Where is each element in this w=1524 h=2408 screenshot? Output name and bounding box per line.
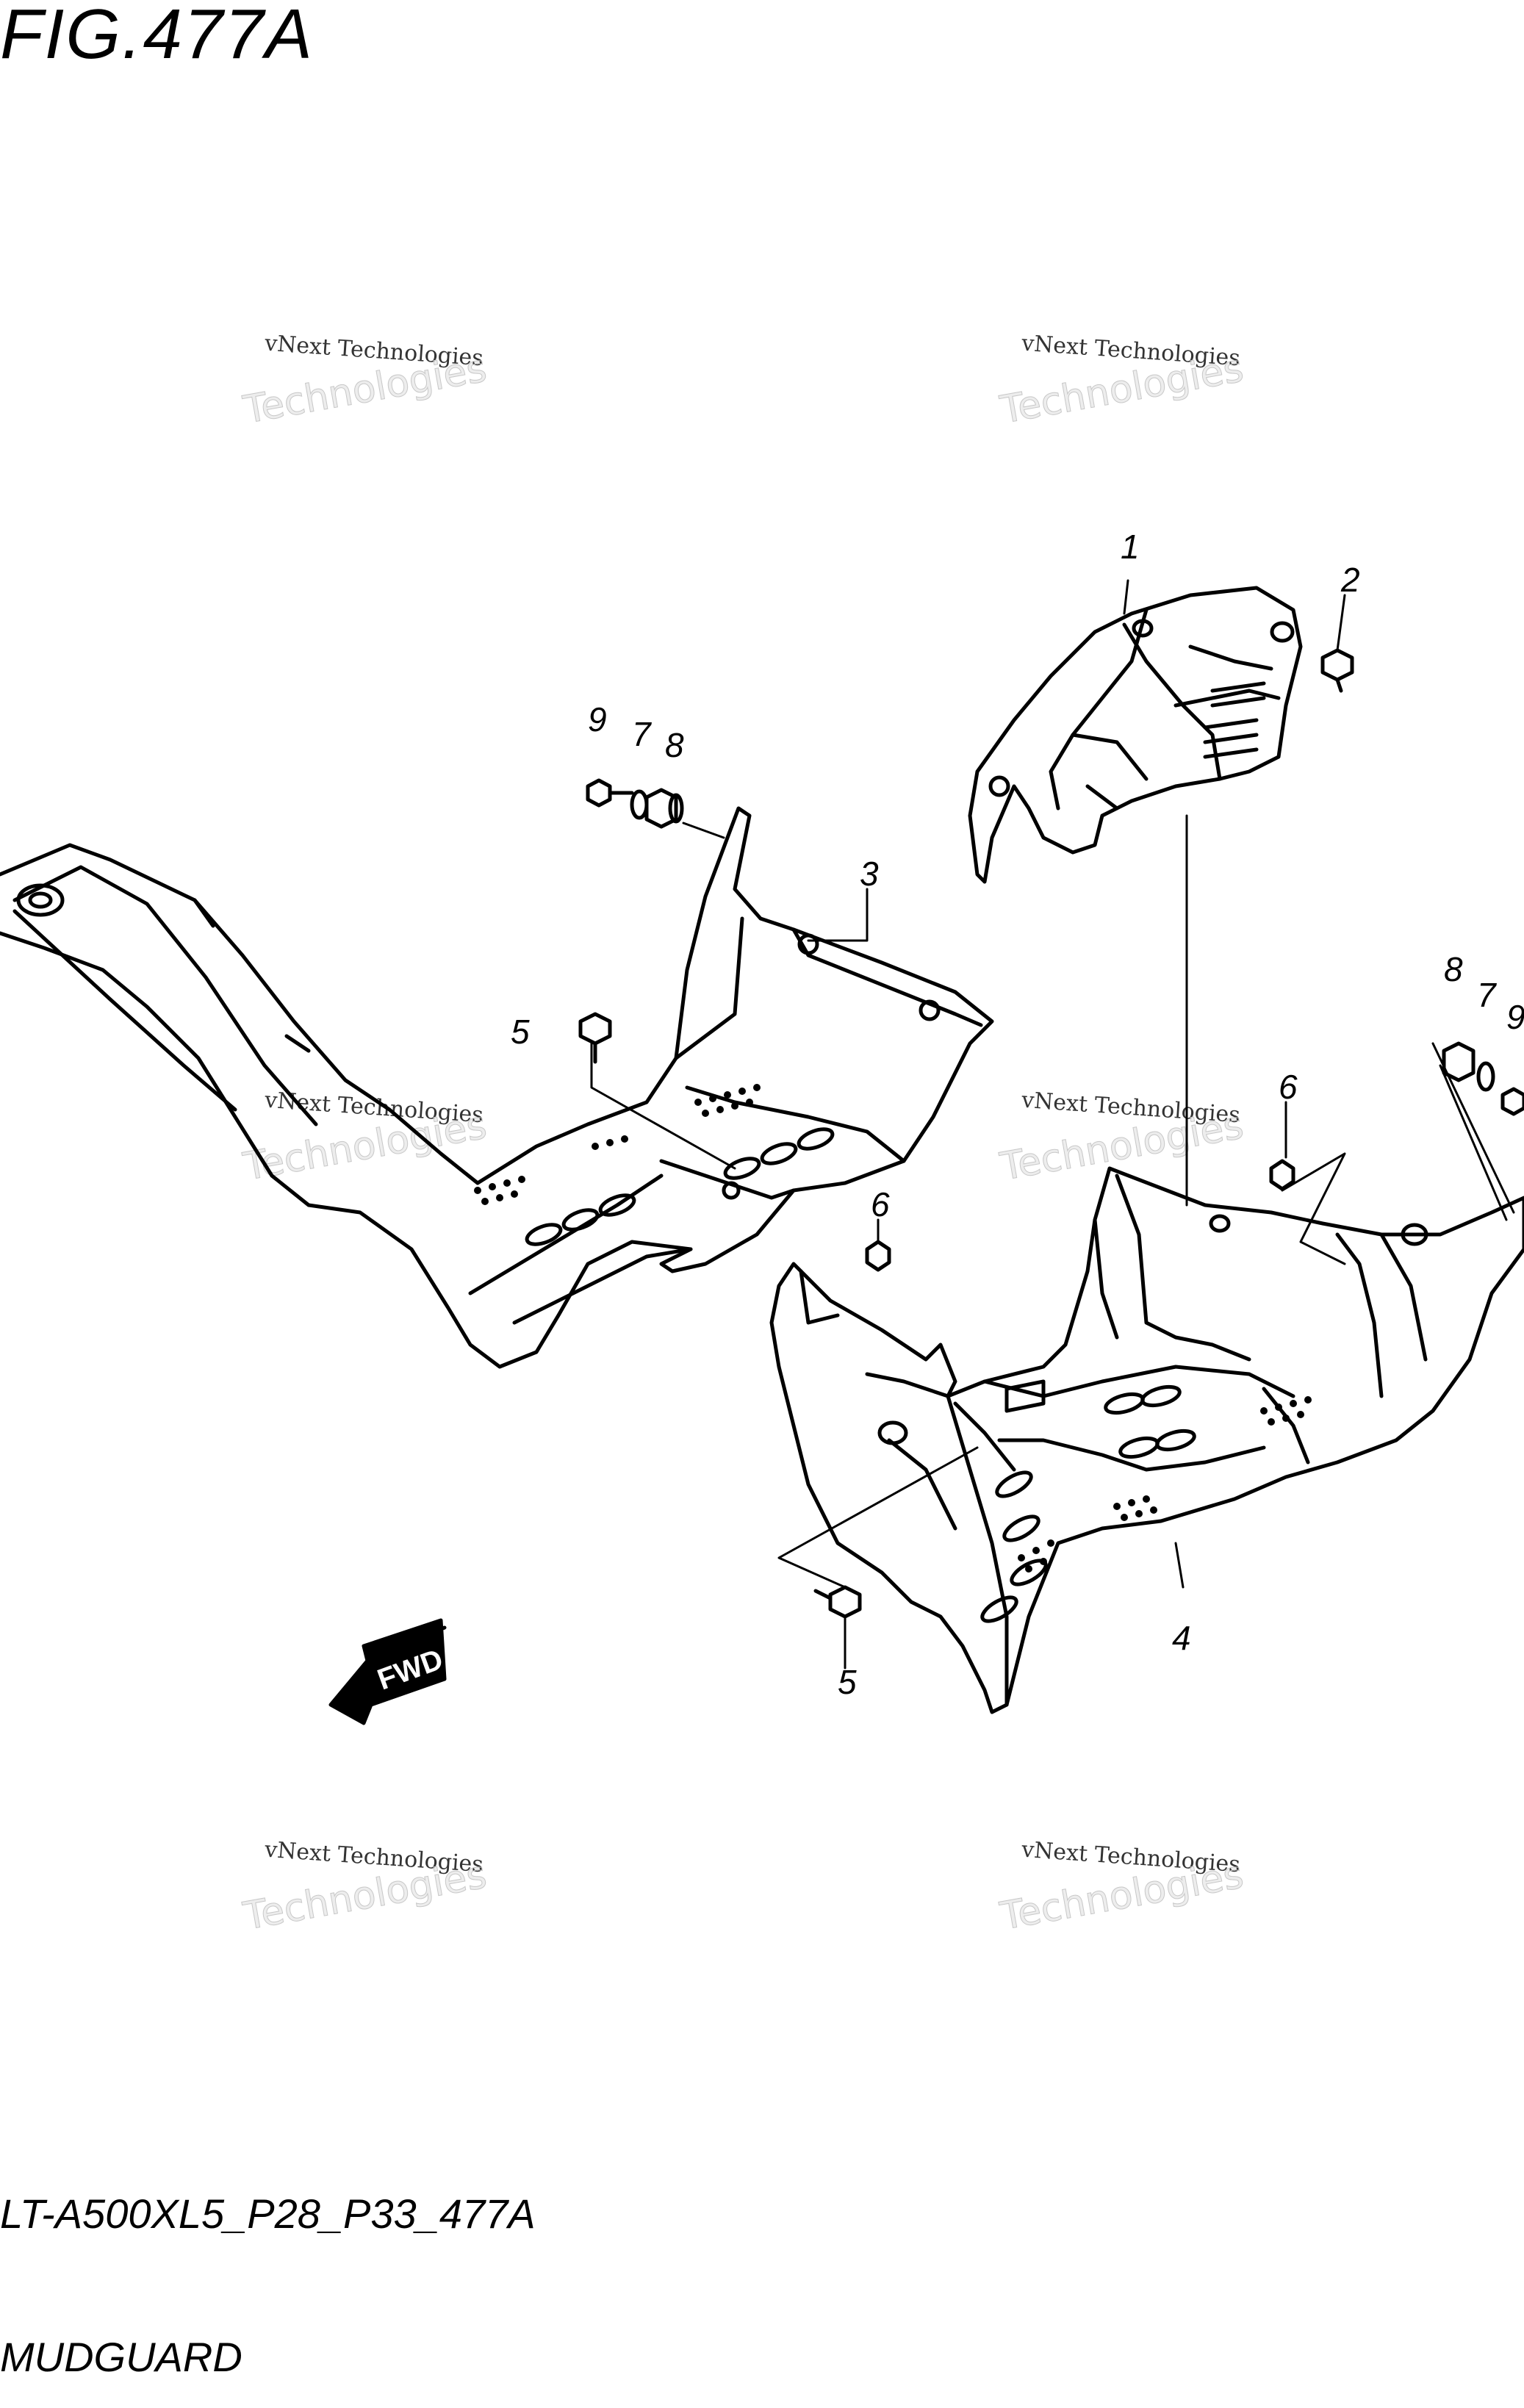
- callout-4: 4: [1172, 1619, 1191, 1657]
- callout-5: 5: [838, 1663, 857, 1701]
- part-2-screw[interactable]: [1320, 648, 1354, 693]
- callout-7: 7: [1477, 976, 1497, 1014]
- callout-6: 6: [871, 1185, 890, 1223]
- callout-5: 5: [511, 1013, 530, 1051]
- callout-9: 9: [588, 700, 607, 738]
- part-3-mudguard-left[interactable]: [0, 806, 994, 1369]
- part-6-screw-right[interactable]: [1269, 1159, 1295, 1191]
- callout-3: 3: [860, 855, 879, 893]
- leader-lines: [590, 579, 1515, 1670]
- figure-title: FIG.477A: [0, 0, 314, 73]
- callout-9: 9: [1506, 998, 1524, 1036]
- callout-8: 8: [665, 726, 684, 764]
- part-9-bolt-right[interactable]: [1500, 1087, 1524, 1116]
- part-8-grommet-left[interactable]: [644, 788, 684, 829]
- part-7-washer-right[interactable]: [1476, 1061, 1495, 1092]
- callout-labels: 1 2 3 4 5 5 6 6 7 7 8 8 9 9: [511, 528, 1524, 1701]
- callout-6: 6: [1279, 1068, 1298, 1106]
- part-1-cover[interactable]: [968, 586, 1303, 884]
- part-6-screw-middle[interactable]: [865, 1240, 891, 1272]
- figure-name: MUDGUARD: [0, 2334, 242, 2380]
- fwd-arrow-icon: FWD: [328, 1618, 448, 1725]
- part-7-washer-left[interactable]: [630, 789, 649, 820]
- part-9-bolt-left[interactable]: [586, 778, 634, 808]
- part-4-mudguard-right[interactable]: [769, 1166, 1524, 1714]
- callout-7: 7: [632, 715, 652, 753]
- part-5-bolt-lower[interactable]: [813, 1585, 862, 1619]
- part-5-bolt-left[interactable]: [578, 1012, 612, 1064]
- callout-1: 1: [1121, 528, 1140, 566]
- callout-2: 2: [1340, 561, 1360, 599]
- figure-code: LT-A500XL5_P28_P33_477A: [0, 2190, 536, 2237]
- callout-8: 8: [1444, 950, 1463, 988]
